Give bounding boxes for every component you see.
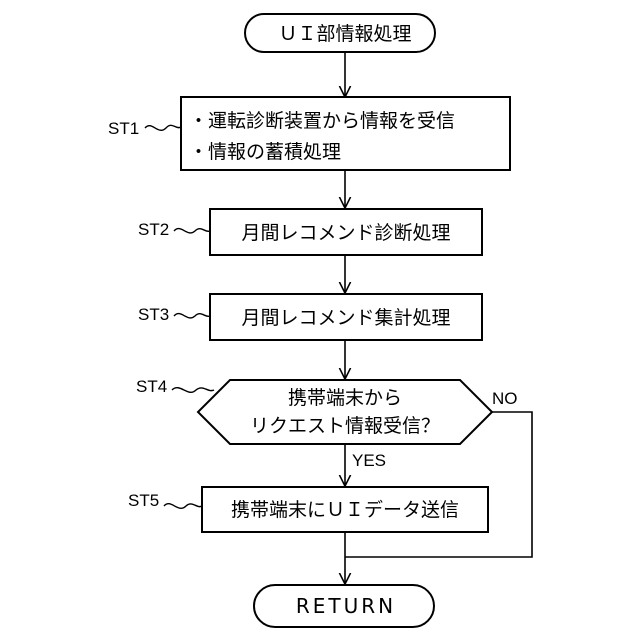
- step-id-st4: ST4: [136, 377, 167, 396]
- st2-label: 月間レコメンド診断処理: [241, 222, 450, 244]
- st4-line-1: 携帯端末から: [288, 387, 402, 409]
- st3-label: 月間レコメンド集計処理: [241, 307, 450, 329]
- st1-line-2: ・情報の蓄積処理: [189, 141, 341, 163]
- step-id-st5: ST5: [128, 491, 159, 510]
- yes-label: YES: [352, 451, 386, 470]
- start-label: ＵＩ部情報処理: [278, 23, 411, 45]
- step-id-st3: ST3: [138, 305, 169, 324]
- leader-st1: [145, 125, 181, 130]
- leader-st2: [174, 229, 210, 233]
- st1-line-1: ・運転診断装置から情報を受信: [189, 110, 455, 132]
- st4-line-2: リクエスト情報受信？: [250, 415, 440, 437]
- st5-label: 携帯端末にＵＩデータ送信: [231, 499, 459, 521]
- step-id-st1: ST1: [108, 119, 139, 138]
- no-label: NO: [492, 389, 518, 408]
- step-id-st2: ST2: [138, 220, 169, 239]
- leader-st5: [164, 504, 202, 509]
- return-label: RETURN: [296, 594, 396, 618]
- leader-st4: [172, 388, 214, 393]
- leader-st3: [174, 314, 210, 318]
